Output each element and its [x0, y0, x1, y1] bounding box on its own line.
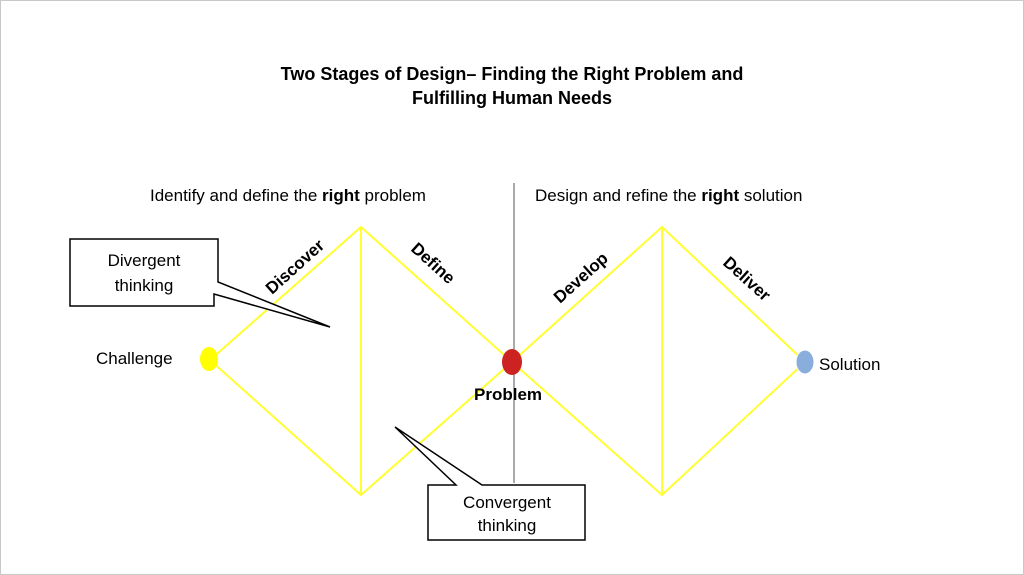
- stage-label-define: Define: [407, 239, 458, 288]
- left-heading-pre: Identify and define the: [150, 186, 323, 205]
- stage-label-discover: Discover: [262, 236, 328, 298]
- problem-label: Problem: [474, 385, 542, 404]
- convergent-callout-line-1: Convergent: [463, 493, 551, 512]
- challenge-node: [200, 347, 218, 371]
- solution-node: [795, 349, 815, 375]
- second-diamond: [511, 225, 807, 497]
- divergent-callout-box: [69, 238, 331, 328]
- challenge-label: Challenge: [96, 349, 173, 368]
- second-diamond-outline: [511, 225, 807, 497]
- divergent-callout-line-2: thinking: [115, 276, 174, 295]
- problem-node: [502, 349, 522, 375]
- right-heading-pre: Design and refine the: [535, 186, 702, 205]
- convergent-callout-line-2: thinking: [478, 516, 537, 535]
- solution-label: Solution: [819, 355, 880, 374]
- stage-label-deliver: Deliver: [719, 253, 774, 305]
- right-heading-bold: right: [701, 186, 740, 205]
- left-heading-bold: right: [322, 186, 360, 205]
- diagram-title: Two Stages of Design– Finding the Right …: [0, 62, 1024, 110]
- right-heading-post: solution: [739, 186, 803, 205]
- title-line-1: Two Stages of Design– Finding the Right …: [280, 64, 744, 84]
- left-heading-post: problem: [359, 186, 426, 205]
- left-heading: Identify and define the right problem: [150, 186, 426, 206]
- first-diamond: [209, 225, 514, 497]
- title-line-2: Fulfilling Human Needs: [411, 88, 612, 108]
- stage-label-develop: Develop: [550, 249, 612, 307]
- right-heading: Design and refine the right solution: [535, 186, 802, 206]
- convergent-callout-box: [394, 426, 586, 541]
- convergent-callout: Convergent thinking: [394, 426, 586, 541]
- divergent-callout: Divergent thinking: [69, 238, 331, 328]
- divergent-callout-line-1: Divergent: [108, 251, 181, 270]
